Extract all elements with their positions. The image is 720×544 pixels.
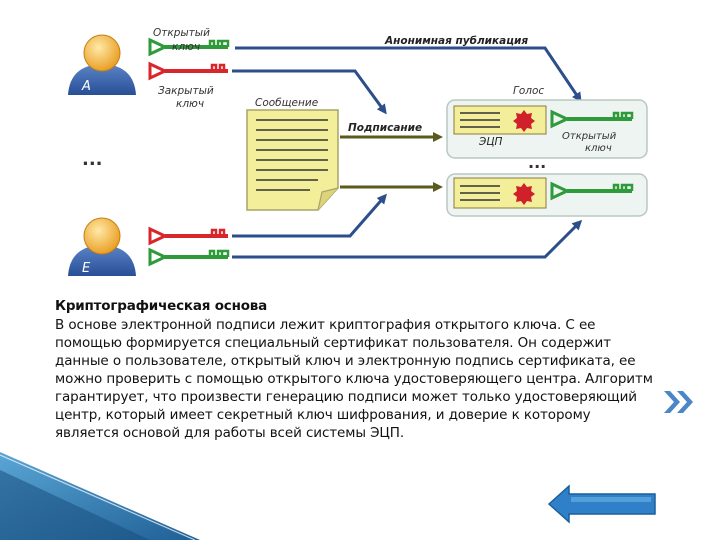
text-section: Криптографическая основа В основе электр…: [55, 298, 655, 442]
user-e-to-signing-arrow: [232, 193, 387, 238]
anonymous-publication-arrow: [235, 46, 582, 103]
seal-bottom-icon: [513, 183, 535, 205]
public-key-top-icon: [148, 37, 230, 57]
vote-certificate-bottom: [446, 173, 648, 217]
ecp-label: ЭЦП: [478, 136, 502, 148]
message-document-icon: [246, 109, 339, 211]
public-key-top-line2: ключ: [172, 41, 200, 53]
public-key-right-label: Открытый ключ: [562, 131, 619, 154]
public-key-right-bottom-icon: [550, 181, 634, 201]
seal-top-icon: [513, 110, 535, 132]
arrow-left-icon: [547, 484, 656, 524]
user-e-avatar-icon: E: [68, 217, 136, 276]
public-key-bottom-icon: [148, 247, 230, 267]
vote-label: Голос: [513, 85, 544, 97]
private-key-top-icon: [148, 61, 228, 81]
anonymous-publication-label: Анонимная публикация: [384, 35, 528, 47]
ellipsis-left: ...: [82, 149, 103, 170]
private-key-top-line1: Закрытый: [158, 85, 214, 97]
back-arrow-button[interactable]: [547, 484, 659, 524]
public-key-top-label: Открытый ключ: [153, 27, 213, 53]
private-key-to-document-arrow: [232, 69, 387, 115]
private-key-bottom-icon: [148, 226, 228, 246]
corner-decoration: [0, 452, 200, 541]
public-key-right-top-icon: [550, 109, 634, 129]
public-key-right-line1: Открытый: [562, 131, 617, 142]
signing-label: Подписание: [348, 122, 422, 134]
private-key-top-label: Закрытый ключ: [158, 85, 217, 110]
user-e-publication-arrow: [232, 219, 583, 259]
ellipsis-right: ...: [528, 153, 546, 172]
private-key-top-line2: ключ: [176, 98, 204, 110]
vote-certificate-top: [446, 99, 648, 159]
public-key-right-line2: ключ: [585, 143, 612, 154]
section-heading: Криптографическая основа: [55, 298, 268, 314]
user-a-avatar-icon: A: [68, 34, 136, 95]
user-e-label: E: [82, 261, 91, 276]
message-label: Сообщение: [255, 97, 318, 109]
public-key-top-line1: Открытый: [153, 27, 210, 39]
double-chevron-right-icon[interactable]: [662, 388, 696, 416]
user-a-label: A: [81, 79, 91, 94]
section-body: В основе электронной подписи лежит крипт…: [55, 317, 653, 441]
